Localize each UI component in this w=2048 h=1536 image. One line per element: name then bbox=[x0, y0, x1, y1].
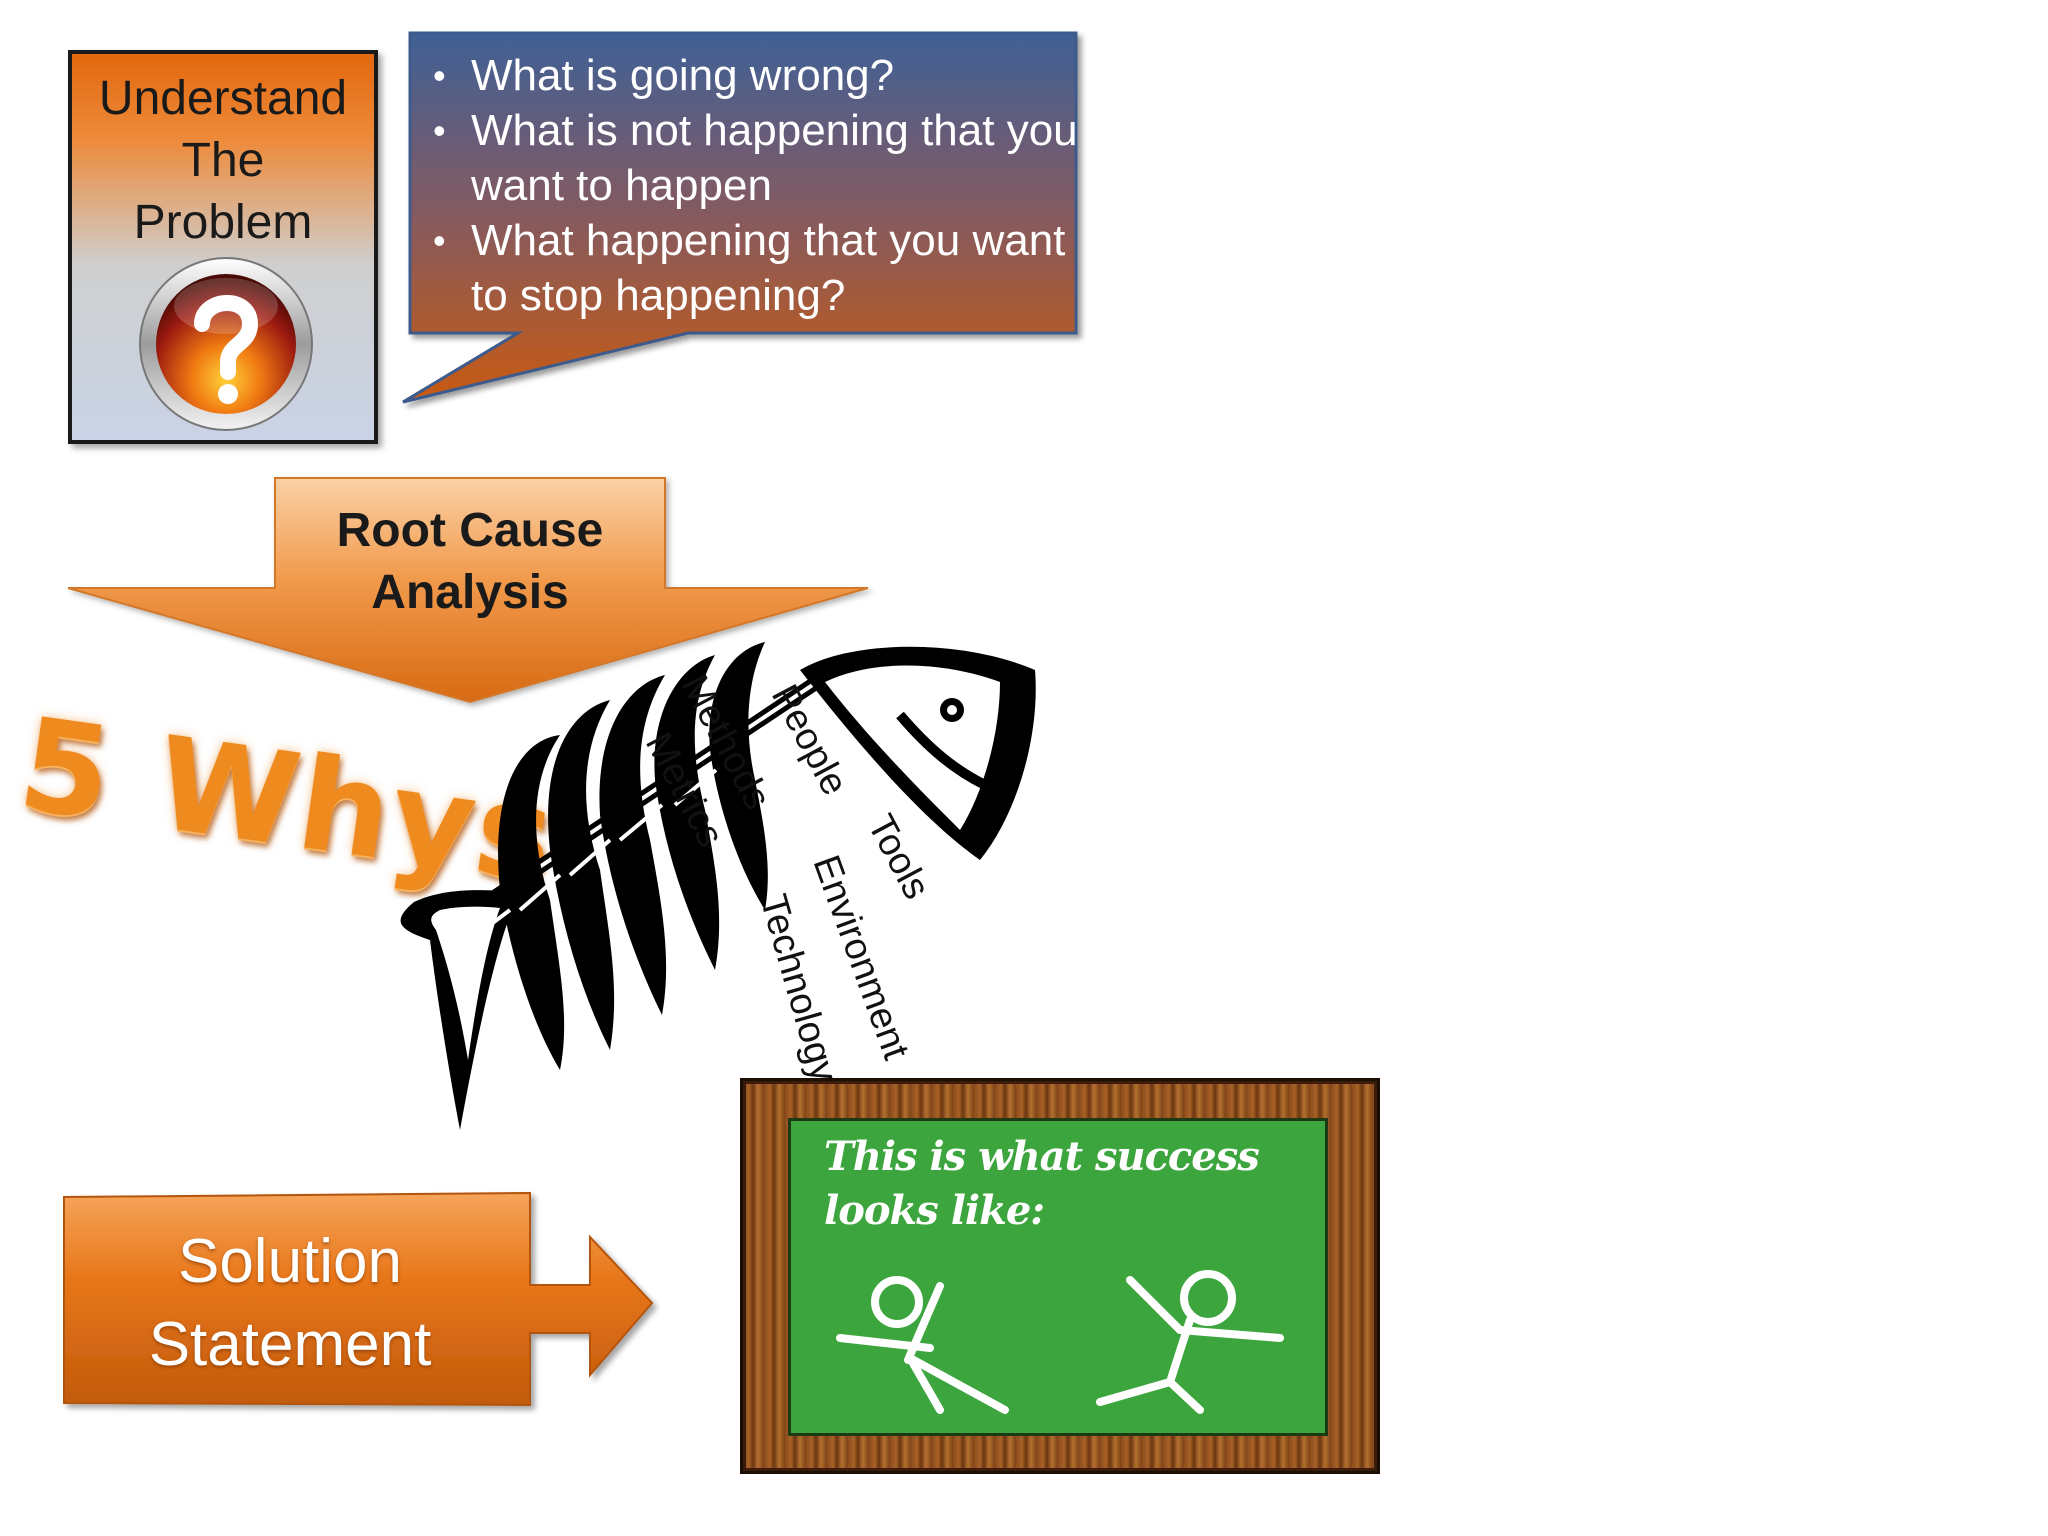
understand-problem-box: Understand The Problem bbox=[68, 50, 378, 444]
root-cause-arrow bbox=[67, 477, 869, 704]
questions-list: What is going wrong? What is not happeni… bbox=[425, 48, 1085, 323]
root-cause-label: Root Cause Analysis bbox=[336, 504, 604, 619]
solution-arrow bbox=[63, 1191, 654, 1407]
chalkboard-text: This is what success looks like: bbox=[824, 1133, 1260, 1234]
stick-figures bbox=[836, 1270, 1284, 1414]
fishbone-diagram bbox=[400, 642, 1036, 1130]
stick-figure-left bbox=[836, 1276, 1009, 1414]
question-icon bbox=[139, 257, 313, 431]
understand-problem-title: Understand The Problem bbox=[98, 72, 348, 249]
chalkboard bbox=[788, 1118, 1328, 1436]
question-item: What happening that you want to stop hap… bbox=[425, 213, 1085, 323]
stick-figure-right bbox=[1096, 1270, 1284, 1414]
question-item: What is going wrong? bbox=[425, 48, 1085, 103]
question-item: What is not happening that you want to h… bbox=[425, 103, 1085, 213]
solution-statement-label: Solution Statement bbox=[148, 1227, 432, 1379]
